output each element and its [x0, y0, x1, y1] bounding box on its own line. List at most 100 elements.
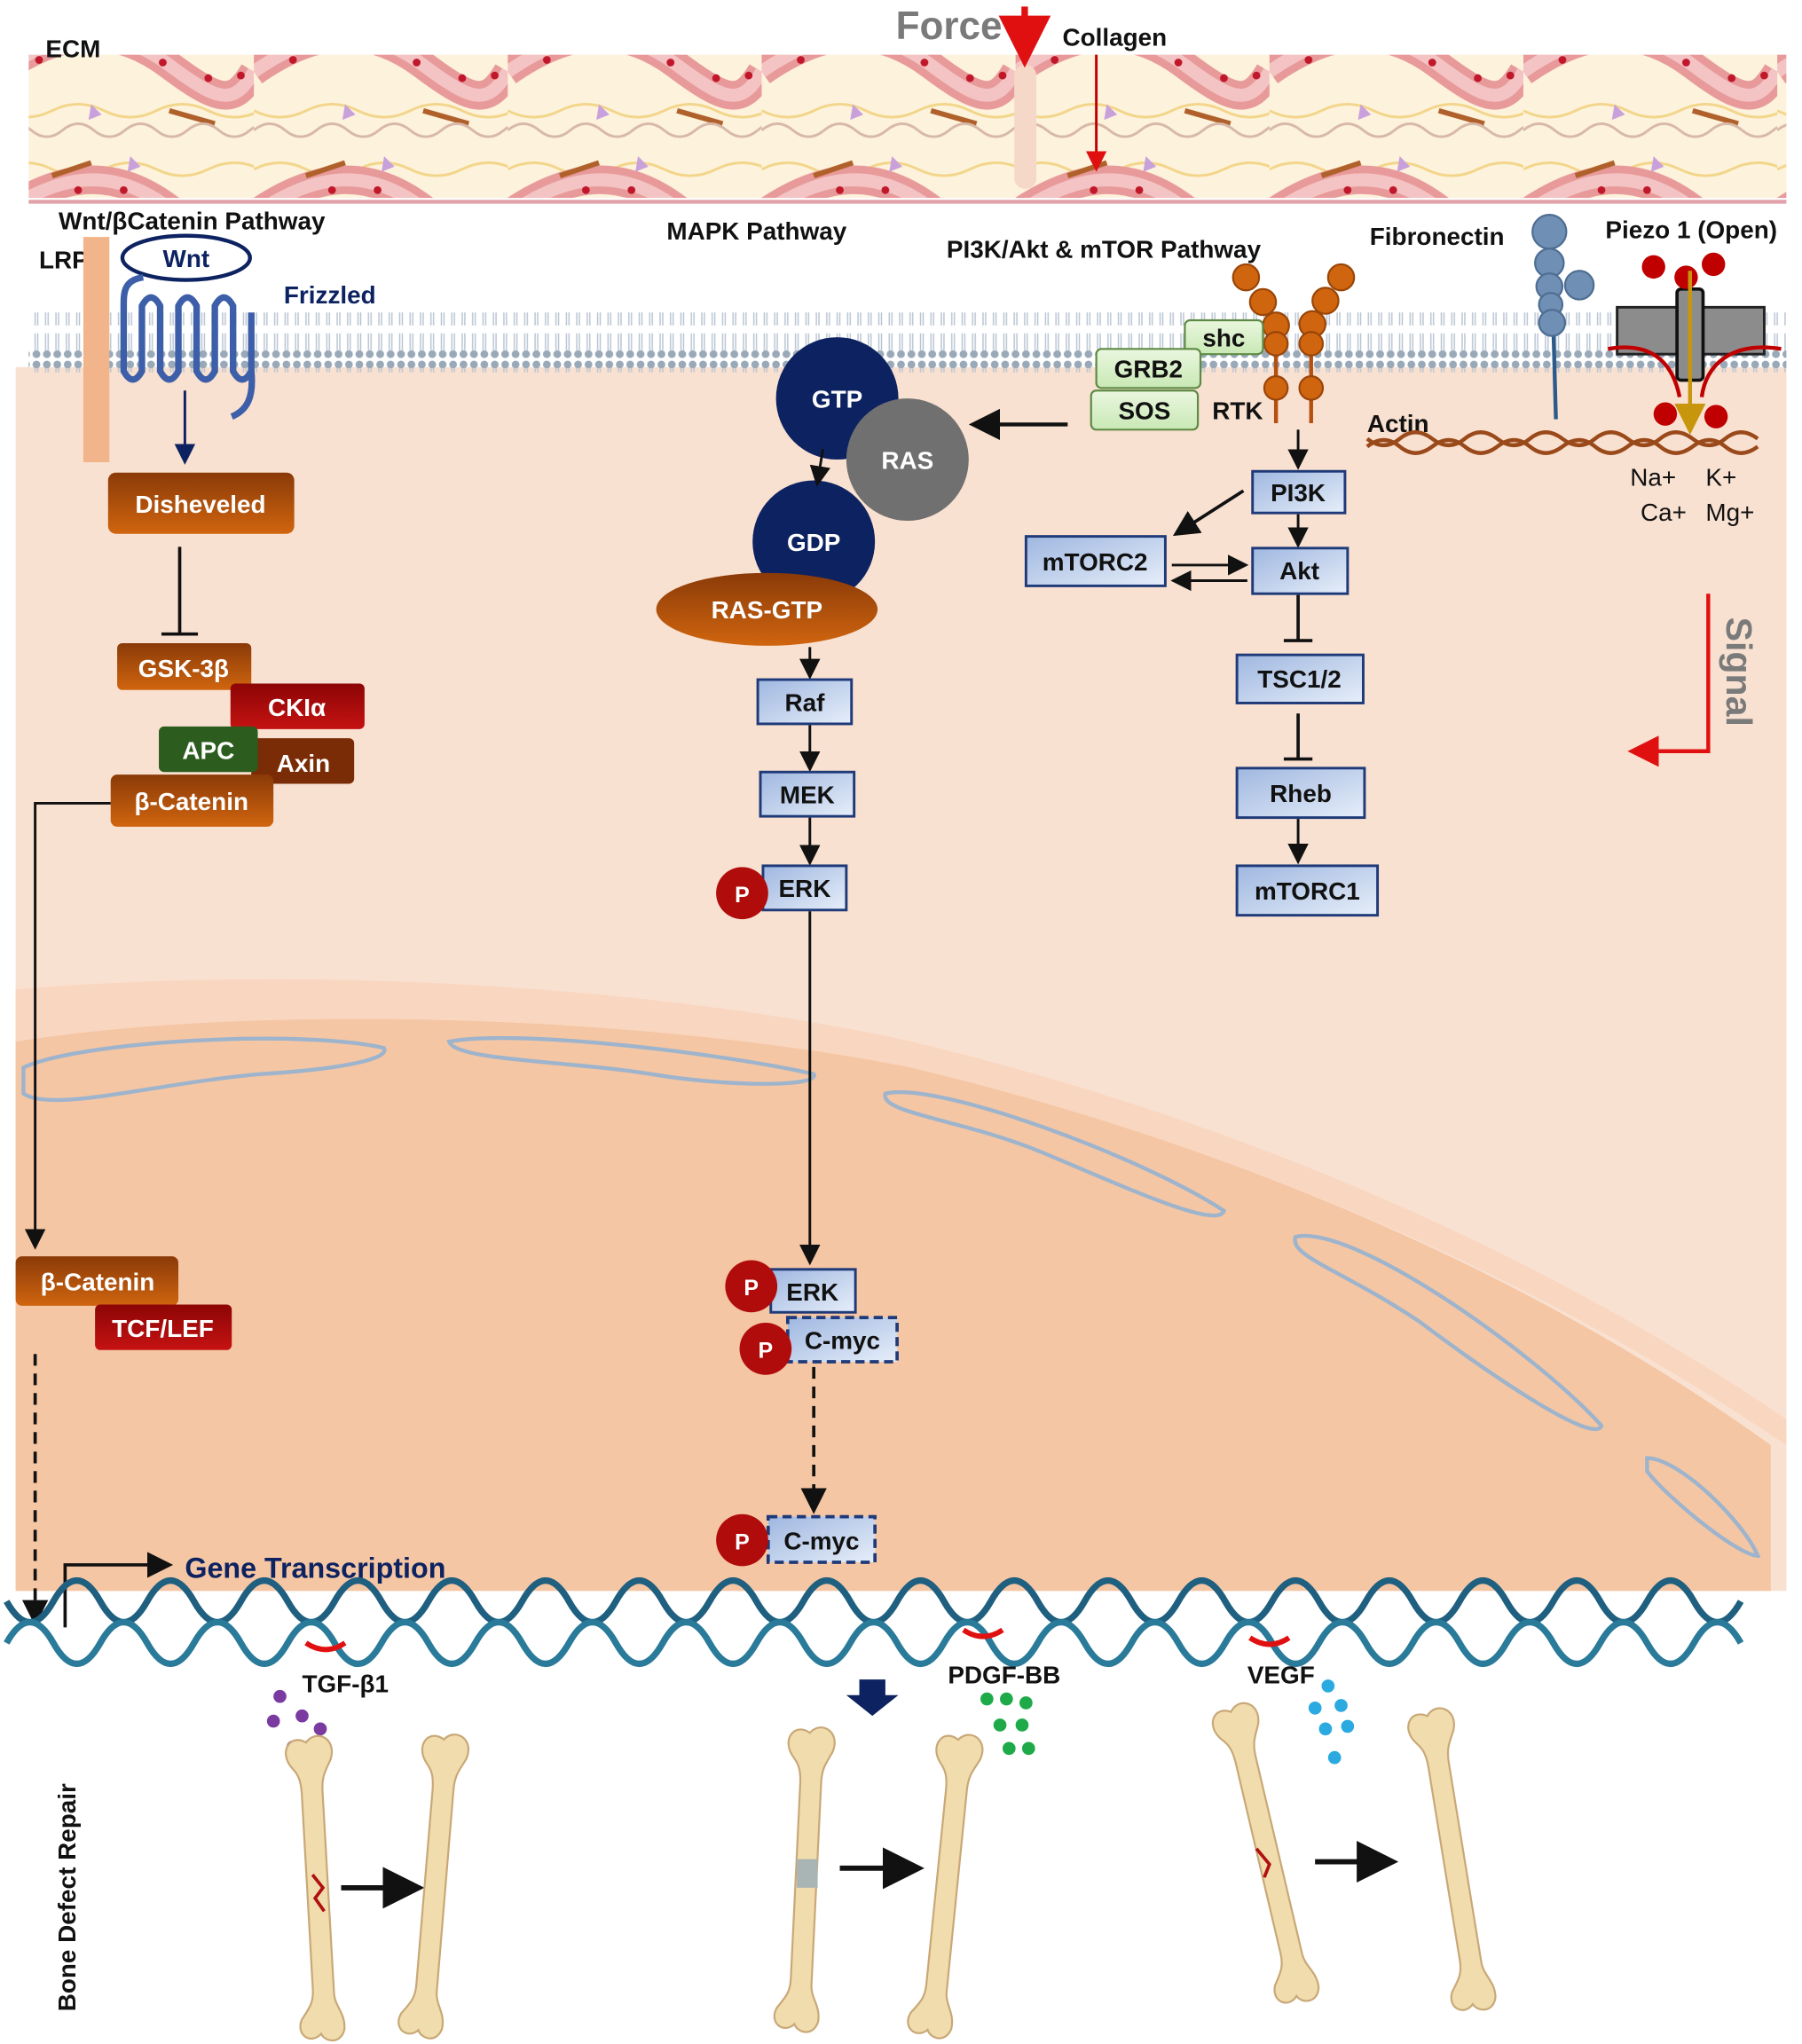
vegf-molecules	[1308, 1679, 1355, 1765]
sos-label: SOS	[1118, 397, 1170, 425]
pi3k-box	[1251, 469, 1347, 515]
gtp-label: GTP	[812, 385, 862, 413]
pi3k-label: PI3K	[1271, 479, 1326, 507]
ras-gtp-ellipse	[656, 572, 878, 646]
lrp-label: LRP	[39, 246, 89, 273]
lrp-receptor	[83, 237, 110, 462]
tsc-rheb-inhibition	[1283, 713, 1313, 761]
apc-label: APC	[182, 737, 234, 765]
raf-label: Raf	[784, 688, 825, 716]
disheveled-box	[107, 472, 295, 534]
nuclear-beta-catenin-box	[15, 1256, 179, 1306]
erk-box	[761, 864, 848, 912]
mtorc2-label: mTORC2	[1043, 548, 1148, 576]
mtorc1-box	[1235, 864, 1380, 917]
force-indentation	[1014, 65, 1037, 189]
phospho-label: P	[744, 1276, 759, 1301]
signal-label: Signal	[1719, 617, 1759, 727]
tcf-lef-box	[95, 1304, 232, 1350]
tsc-label: TSC1/2	[1257, 665, 1342, 693]
wnt-pathway-title: Wnt/βCatenin Pathway	[59, 207, 326, 234]
fractured-bone-1	[279, 1733, 353, 2044]
mtorc2-box	[1024, 535, 1167, 587]
phospho-cmyc-badge	[739, 1322, 792, 1375]
nucleus	[15, 1018, 1771, 1592]
rheb-box	[1235, 766, 1366, 820]
beta-catenin-label: β-Catenin	[134, 788, 248, 815]
phospho-label: P	[735, 883, 750, 908]
mtorc1-label: mTORC1	[1255, 877, 1360, 905]
calcium-ion-label: Ca+	[1641, 499, 1687, 526]
bone-defect-repair-label: Bone Defect Repair	[53, 1783, 81, 2011]
rheb-label: Rheb	[1270, 780, 1332, 807]
gtp-gdp-arrow	[809, 449, 830, 487]
vegf-label: VEGF	[1247, 1661, 1315, 1688]
tgf-molecules	[266, 1689, 327, 1765]
piezo1-channel	[1607, 252, 1782, 436]
magnesium-ion-label: Mg+	[1705, 499, 1754, 526]
piezo-label: Piezo 1 (Open)	[1605, 216, 1777, 244]
disheveled-label: Disheveled	[135, 491, 265, 518]
grb2-label: GRB2	[1114, 356, 1183, 383]
beta-catenin-translocation-arrow	[24, 801, 111, 1250]
axin-box	[251, 738, 355, 784]
shc-box	[1184, 318, 1264, 356]
ecm-label: ECM	[45, 35, 100, 63]
mapk-pathway-title: MAPK Pathway	[666, 217, 846, 245]
pdgf-molecules	[980, 1692, 1035, 1756]
wnt-label: Wnt	[163, 245, 210, 272]
akt-label: Akt	[1279, 557, 1319, 585]
inhibition-line	[161, 546, 199, 636]
gene-transcription-arrow	[63, 1552, 174, 1628]
nuclear-erk-label: ERK	[786, 1278, 838, 1306]
beta-catenin-box	[110, 774, 274, 827]
pi3k-mtorc2-arrow	[1172, 489, 1245, 537]
apc-box	[159, 726, 258, 773]
mek-box	[759, 770, 856, 818]
phospho-cmyc-dna-badge	[716, 1513, 768, 1567]
phospho-erk-badge	[716, 867, 768, 920]
rtk-receptor	[1231, 263, 1356, 423]
fibronectin-label: Fibronectin	[1370, 223, 1505, 250]
sodium-ion-label: Na+	[1630, 463, 1676, 491]
tgf-label: TGF-β1	[302, 1671, 389, 1698]
signal-arrow	[1627, 594, 1711, 767]
sos-box	[1090, 389, 1200, 431]
collagen-label: Collagen	[1062, 23, 1167, 51]
cmyc-dna-label: C-myc	[783, 1527, 859, 1554]
ras-gtp-label: RAS-GTP	[712, 596, 822, 624]
cmyc-dna-box	[766, 1514, 877, 1564]
axin-label: Axin	[277, 750, 330, 777]
ckia-box	[230, 683, 365, 729]
down-arrow-icon	[846, 1679, 899, 1717]
force-label: Force	[896, 4, 1003, 48]
raf-box	[756, 678, 854, 726]
ckia-label: CKIα	[268, 694, 326, 721]
grb2-box	[1095, 348, 1202, 389]
erk-label: ERK	[778, 875, 830, 902]
dna-helix	[4, 1576, 1744, 1668]
ras-label: RAS	[881, 446, 933, 474]
rtk-label: RTK	[1212, 397, 1263, 425]
pi3k-pathway-title: PI3K/Akt & mTOR Pathway	[947, 236, 1262, 263]
mek-label: MEK	[780, 781, 835, 808]
gdp-circle	[752, 480, 876, 603]
tsc-box	[1235, 653, 1365, 704]
tcf-lef-label: TCF/LEF	[112, 1315, 214, 1342]
gsk3b-box	[117, 642, 252, 690]
cmyc-label: C-myc	[805, 1326, 880, 1354]
gene-transcription-label: Gene Transcription	[185, 1553, 445, 1584]
actin-filament	[1365, 430, 1759, 455]
cmyc-box	[785, 1316, 899, 1364]
ecm-band	[28, 54, 1787, 199]
healed-bone-2	[905, 1730, 985, 2041]
gsk3b-label: GSK-3β	[138, 655, 229, 682]
phospho-label: P	[759, 1339, 774, 1364]
nuclear-beta-catenin-label: β-Catenin	[41, 1268, 155, 1295]
frizzled-receptor	[120, 273, 256, 421]
akt-box	[1251, 546, 1350, 595]
gdp-label: GDP	[787, 529, 840, 556]
nuclear-pores	[21, 1035, 1761, 1558]
nuclear-erk-box	[769, 1268, 857, 1314]
